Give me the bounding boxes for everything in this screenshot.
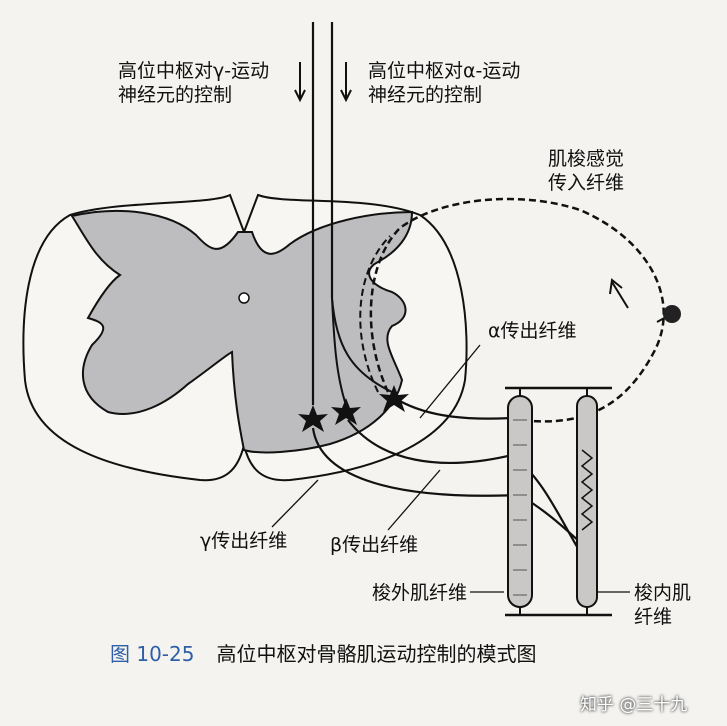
spindle-afferent-label-line2: 传入纤维: [548, 172, 625, 194]
extrafusal-muscle-fiber: [507, 388, 533, 615]
up-arrow-icon: [609, 278, 629, 309]
spindle-afferent-fiber: [359, 235, 391, 393]
figure-caption: 图 10-25 高位中枢对骨骼肌运动控制的模式图: [110, 638, 536, 667]
gamma-efferent-label: γ传出纤维: [200, 530, 288, 552]
alpha-efferent-label: α传出纤维: [488, 320, 577, 342]
alpha-control-label-line1: 高位中枢对α-运动: [368, 60, 521, 82]
figure-title: 高位中枢对骨骼肌运动控制的模式图: [216, 642, 537, 666]
intrafusal-label-line2: 纤维: [634, 606, 673, 628]
intrafusal-muscle-fiber: [576, 388, 598, 615]
probe-ball: [663, 305, 681, 323]
gamma-motor-neuron: [298, 405, 328, 432]
leader-beta: [387, 469, 441, 531]
watermark: 知乎 @三十九: [580, 695, 688, 715]
spindle-afferent-label-line1: 肌梭感觉: [548, 148, 625, 170]
beta-motor-neuron: [331, 398, 361, 425]
leader-alpha: [419, 344, 481, 419]
gamma-control-label-line2: 神经元的控制: [118, 84, 233, 106]
alpha-motor-neuron: [379, 385, 409, 412]
gamma-efferent-fiber: [311, 427, 589, 549]
extrafusal-label: 梭外肌纤维: [372, 582, 468, 604]
descending-branch-alpha: [331, 297, 393, 393]
leader-gamma: [271, 479, 319, 528]
gamma-control-label-line1: 高位中枢对γ-运动: [118, 60, 270, 82]
alpha-control-label-line2: 神经元的控制: [368, 84, 483, 106]
down-arrow-icon: [294, 62, 306, 103]
alpha-efferent-fiber: [397, 399, 513, 420]
beta-efferent-label: β传出纤维: [330, 534, 419, 556]
spindle-afferent-fiber: [369, 197, 665, 423]
down-arrow-icon: [340, 62, 352, 103]
gray-matter: [70, 209, 414, 454]
central-canal: [238, 292, 250, 304]
figure-number: 图 10-25: [110, 642, 195, 666]
intrafusal-label-line1: 梭内肌: [634, 582, 692, 604]
